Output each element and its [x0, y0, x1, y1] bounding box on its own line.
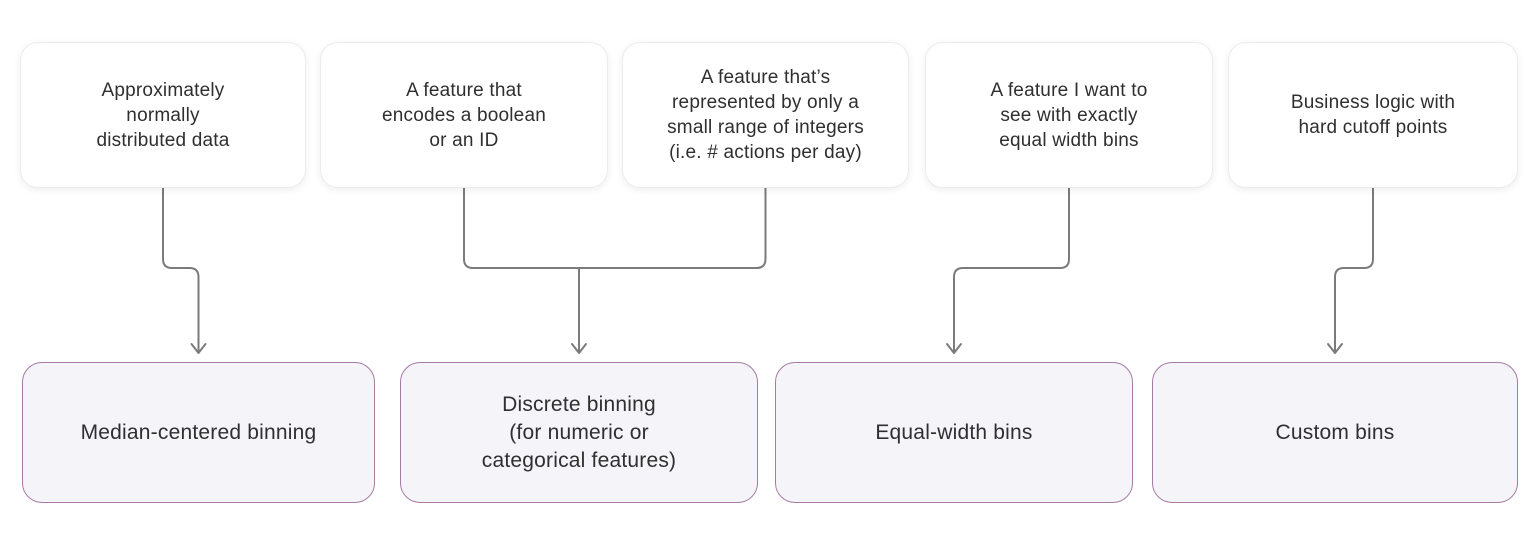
connector-line	[1334, 187, 1374, 353]
condition-label: A feature that encodes a boolean or an I…	[382, 79, 546, 151]
condition-label: Business logic with hard cutoff points	[1290, 92, 1456, 138]
method-box-custom: Custom bins	[1152, 362, 1518, 503]
connector-line	[162, 187, 200, 353]
condition-box-business-logic: Business logic with hard cutoff points	[1228, 42, 1518, 188]
condition-label: A feature that’s represented by only a s…	[667, 67, 864, 163]
connector-merge-line	[463, 187, 767, 269]
method-label: Equal-width bins	[875, 420, 1033, 444]
method-label: Custom bins	[1275, 420, 1395, 444]
method-label: Median-centered binning	[80, 420, 317, 444]
condition-box-boolean-id: A feature that encodes a boolean or an I…	[320, 42, 608, 188]
connector-line	[953, 187, 1070, 353]
method-box-equal-width: Equal-width bins	[775, 362, 1133, 503]
arrowhead-icon	[190, 343, 207, 354]
condition-box-small-int-range: A feature that’s represented by only a s…	[622, 42, 909, 188]
method-box-median-centered: Median-centered binning	[22, 362, 375, 503]
arrowhead-icon	[946, 343, 962, 354]
method-box-discrete: Discrete binning (for numeric or categor…	[400, 362, 758, 503]
condition-box-equal-width-wish: A feature I want to see with exactly equ…	[925, 42, 1213, 188]
condition-label: Approximately normally distributed data	[96, 79, 230, 151]
arrowhead-icon	[571, 343, 587, 354]
condition-label: A feature I want to see with exactly equ…	[990, 79, 1148, 151]
condition-box-normal-data: Approximately normally distributed data	[20, 42, 306, 188]
method-label: Discrete binning (for numeric or categor…	[481, 392, 677, 472]
arrowhead-icon	[1327, 343, 1343, 354]
